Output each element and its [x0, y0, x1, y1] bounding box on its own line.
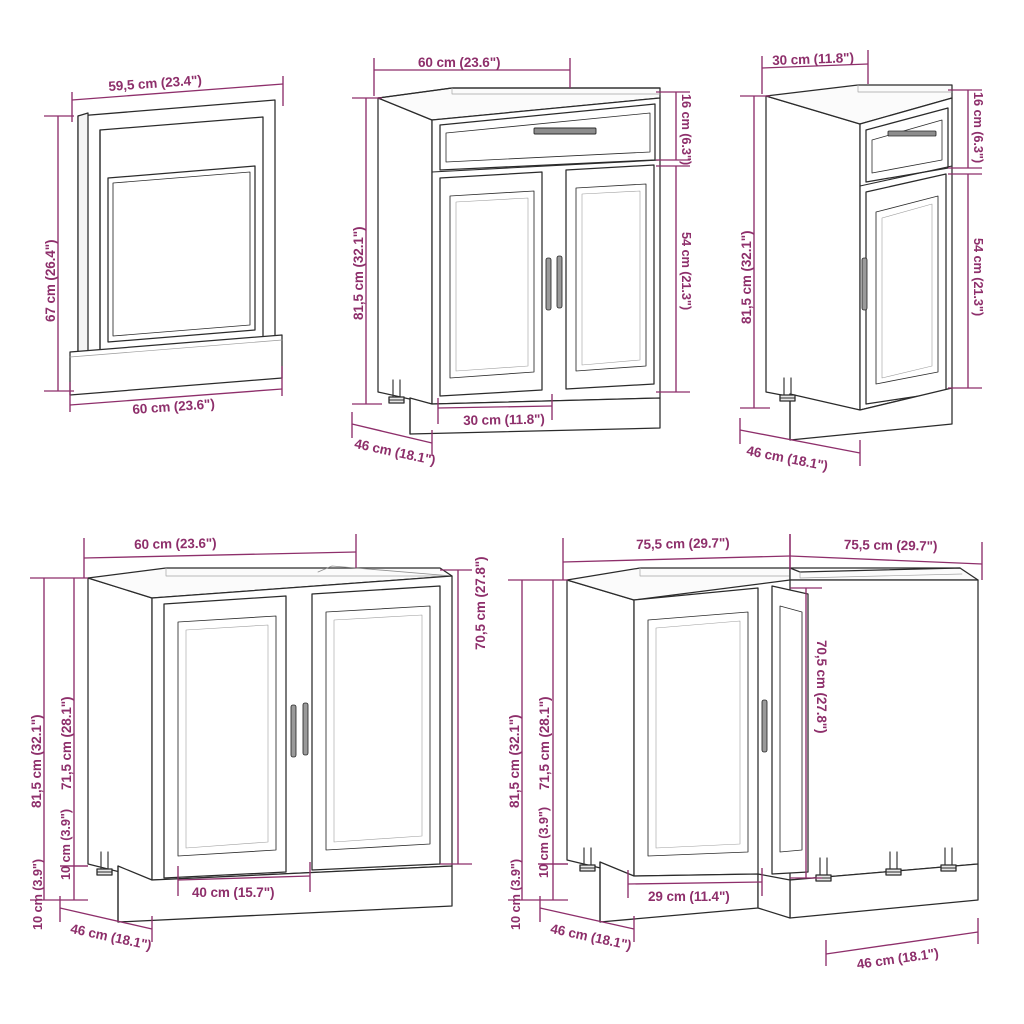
dim-cab60-top-width [373, 58, 571, 96]
dim-sink60-inner-width [177, 862, 311, 896]
dim-corner-body-height [538, 579, 568, 865]
sink-base-cabinet-outline [87, 565, 453, 923]
dim-sink60-depth [59, 896, 153, 942]
dim-corner-depth-left [539, 896, 635, 942]
panel-front-outline [69, 99, 283, 396]
dim-cab30-door-height [948, 173, 982, 389]
dim-corner-total-height [508, 579, 538, 901]
dim-cab60-inner-width [437, 394, 553, 424]
dim-sink60-plinth-height [60, 865, 88, 901]
dim-sink60-body-height [60, 577, 88, 867]
dim-panel-top-width [71, 76, 284, 122]
dim-cab60-left-height [352, 97, 382, 405]
dim-cab60-depth [351, 412, 433, 456]
dim-sink60-total-height [30, 577, 60, 901]
dimension-lines [30, 50, 983, 966]
dim-cab30-top-width [761, 50, 869, 94]
dim-sink60-top-width [83, 534, 357, 578]
corner-base-cabinet-outline [566, 567, 979, 923]
dim-cab60-door-height [656, 165, 690, 393]
base-cabinet-30-outline [765, 84, 953, 441]
dim-cab30-depth [739, 418, 861, 466]
dim-cab30-left-height [740, 95, 770, 409]
dim-panel-bottom-width [69, 366, 283, 412]
dim-corner-door-height [790, 587, 822, 879]
dim-corner-inner-width [627, 868, 763, 898]
dim-corner-depth-right [825, 918, 979, 966]
dim-sink60-door-height [440, 569, 472, 865]
base-cabinet-60-outline [377, 87, 661, 435]
dim-cab30-drawer-height [948, 89, 982, 169]
dim-corner-top-width-right [789, 534, 983, 580]
dim-panel-left-height [44, 115, 74, 392]
dim-cab60-drawer-height [656, 91, 690, 161]
dim-corner-plinth-height [538, 863, 568, 901]
